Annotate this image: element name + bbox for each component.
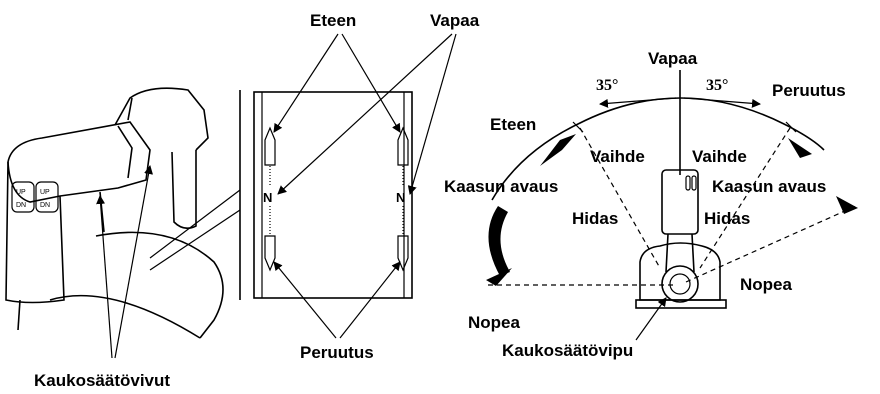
lever-base — [639, 242, 721, 301]
label-forward: Eteen — [490, 115, 536, 134]
label-remote-levers: Kaukosäätövivut — [34, 371, 170, 390]
shift-gate-plate: N N — [253, 91, 413, 299]
label-forward-gate: Eteen — [310, 11, 356, 30]
lever-pivot — [661, 265, 699, 303]
forward-shift-arrow — [540, 134, 576, 166]
pointer-forward-right — [341, 33, 401, 133]
label-slow-left: Hidas — [572, 209, 618, 228]
pointer-lever-1 — [96, 195, 113, 359]
angle-arrow-left — [599, 97, 677, 108]
label-neutral: Vapaa — [648, 49, 698, 68]
pointer-reverse-right — [339, 261, 401, 339]
lever-angle-diagram — [486, 70, 858, 309]
btn-dn-label-2: DN — [40, 202, 50, 209]
label-reverse-gate: Peruutus — [300, 343, 374, 362]
label-fast-right: Nopea — [740, 275, 793, 294]
handle-edge — [127, 97, 133, 121]
throttle-arrow-left — [488, 206, 510, 276]
trim-button-left[interactable] — [11, 181, 35, 213]
angle-right: 35° — [706, 77, 728, 94]
angle-arrow-right — [683, 97, 761, 108]
arc-tick-right — [785, 121, 797, 133]
label-throttle-left: Kaasun avaus — [444, 177, 558, 196]
throttle-arrow-left-head — [486, 268, 512, 286]
pointer-neutral-right — [407, 33, 457, 195]
gate-pointers — [273, 33, 457, 339]
pointer-neutral-left — [277, 33, 453, 195]
leader-lower — [149, 209, 241, 271]
control-handle — [114, 87, 209, 151]
label-slow-right: Hidas — [704, 209, 750, 228]
gate-plate-outline — [253, 91, 413, 299]
control-body-top — [7, 121, 151, 203]
leader-upper — [149, 189, 241, 259]
pivot-inner — [669, 273, 691, 295]
gate-left-neutral: N — [263, 190, 272, 205]
label-reverse: Peruutus — [772, 81, 846, 100]
btn-up-label-1: UP — [16, 189, 26, 196]
pointer-forward-left — [273, 33, 339, 133]
gate-right-up-arrow — [397, 126, 409, 166]
housing-curve — [95, 231, 224, 339]
pointer-reverse-left — [273, 261, 337, 339]
lever-grip[interactable] — [661, 169, 699, 235]
trim-button-right[interactable] — [35, 181, 59, 213]
lever-base-plate — [635, 299, 727, 309]
label-gear-left: Vaihde — [590, 147, 645, 166]
handle-leg — [171, 150, 197, 230]
gate-right-neutral: N — [396, 190, 405, 205]
label-neutral-gate: Vapaa — [430, 11, 480, 30]
label-gear-right: Vaihde — [692, 147, 747, 166]
full-throttle-line-right — [685, 205, 857, 283]
pointer-lever-2 — [114, 165, 153, 359]
btn-dn-label-1: DN — [16, 202, 26, 209]
label-fast-left: Nopea — [468, 313, 521, 332]
angle-left: 35° — [596, 77, 618, 94]
grip-slot-2 — [691, 175, 697, 191]
lever-shaft — [665, 233, 695, 273]
remote-levers-pointers — [96, 165, 153, 359]
control-box-illustration: UP DN UP DN — [5, 87, 224, 339]
body-edge — [17, 299, 21, 331]
pointer-remote-lever — [635, 297, 667, 341]
label-remote-lever: Kaukosäätövipu — [502, 341, 633, 360]
gate-right-down-arrow — [397, 235, 409, 272]
gate-left-down-arrow — [264, 235, 276, 272]
control-body-front — [5, 161, 65, 304]
lever-divider — [117, 125, 133, 179]
grip-slot-1 — [685, 175, 691, 191]
gate-track-right: N — [396, 126, 409, 272]
reverse-shift-arrow — [788, 138, 812, 158]
gate-left-up-arrow — [264, 126, 276, 166]
gate-track-left: N — [263, 126, 276, 272]
throttle-arrow-right — [836, 196, 858, 214]
btn-up-label-2: UP — [40, 189, 50, 196]
reverse-gear-line — [699, 127, 791, 269]
label-throttle-right: Kaasun avaus — [712, 177, 826, 196]
housing-lower-curve — [49, 294, 201, 339]
